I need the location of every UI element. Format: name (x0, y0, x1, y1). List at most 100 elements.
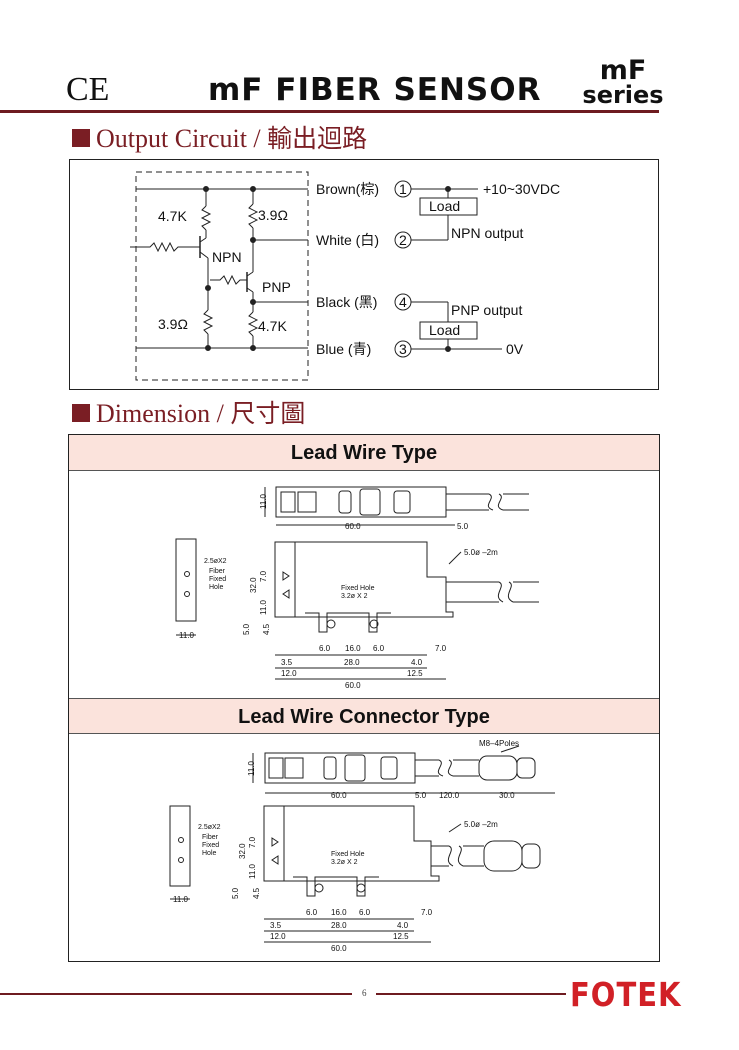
output-circuit-box: 4.7K 3.9Ω NPN PNP 3.9Ω 4.7K Brown(棕) Whi… (69, 159, 659, 390)
dim-eleven: 11.0 (259, 599, 268, 615)
conn-dim-side-width: 11.0 (173, 895, 189, 904)
conn-fixed-hole-size: 3.2ø X 2 (331, 859, 358, 866)
resistor-4-7k-top (200, 205, 212, 231)
footer-rule-left (0, 993, 352, 995)
conn-dim-six-b: 6.0 (359, 908, 371, 917)
footer-rule-right (376, 993, 566, 995)
pin-3-num: 3 (399, 341, 407, 357)
pin-4-num: 4 (399, 294, 407, 310)
conn-dim-body-height: 32.0 (238, 843, 247, 859)
wire-brown-label: Brown(棕) (316, 181, 379, 197)
conn-dim-three-five: 3.5 (270, 921, 282, 930)
dim-seven-b: 7.0 (435, 644, 447, 653)
m8-connector-front (483, 840, 523, 872)
ce-mark: CE (66, 71, 110, 108)
dim-six-b: 6.0 (373, 644, 385, 653)
page-number: 6 (362, 988, 367, 998)
header-rule (0, 110, 659, 113)
conn-dim-seven: 7.0 (248, 836, 257, 848)
load-label-bottom: Load (429, 322, 460, 338)
conn-dim-conn-len: 30.0 (499, 791, 515, 800)
hole-label-1: Fiber (209, 568, 226, 575)
resistor-3-9-bottom (202, 309, 214, 335)
conn-dim-seven-b: 7.0 (421, 908, 433, 917)
fotek-logo: FOTEK (570, 975, 682, 1015)
resistor-pnp-base (210, 274, 247, 286)
conn-dim-eleven: 11.0 (248, 863, 257, 879)
lead-wire-title: Lead Wire Type (69, 435, 659, 471)
dim-three-five: 3.5 (281, 658, 293, 667)
dim-sixteen: 16.0 (345, 644, 361, 653)
connector-drawing: 11.0 60.0 5.0 120.0 30.0 M8–4Poles 2.5øX… (169, 739, 555, 953)
dim-seven: 7.0 (259, 570, 268, 582)
supply-label: +10~30VDC (483, 181, 560, 197)
sensor-enclosure (135, 171, 309, 381)
conn-dim-sixty: 60.0 (331, 944, 347, 953)
m8-connector-top (478, 755, 518, 781)
output-circuit-heading: Output Circuit / 輸出迴路 (72, 124, 367, 154)
conn-hole-note: 2.5øX2 (198, 824, 221, 831)
conn-hole-label-3: Hole (202, 850, 217, 857)
conn-dim-five: 5.0 (231, 887, 240, 899)
front-view-body (274, 541, 454, 618)
conn-dim-twelve: 12.0 (270, 932, 286, 941)
dim-cable: 5.0ø –2m (464, 548, 498, 557)
fixed-hole-label: Fixed Hole (341, 585, 375, 592)
output-circuit-diagram: 4.7K 3.9Ω NPN PNP 3.9Ω 4.7K Brown(棕) Whi… (130, 171, 560, 381)
conn-front-view (263, 805, 440, 882)
dim-twelve: 12.0 (281, 669, 297, 678)
connector-label: M8–4Poles (479, 739, 519, 748)
connector-top-body (264, 752, 416, 784)
wire-white-label: White (白) (316, 232, 379, 248)
conn-dim-twenty-eight: 28.0 (331, 921, 347, 930)
dim-side-width: 11.0 (179, 631, 195, 640)
dim-body-height: 32.0 (249, 577, 258, 593)
hole-label-3: Hole (209, 584, 224, 591)
pnp-output-label: PNP output (451, 302, 522, 318)
dim-twelve-five: 12.5 (407, 669, 423, 678)
conn-dim-cable-len: 120.0 (439, 791, 460, 800)
conn-dim-gap: 5.0 (415, 791, 427, 800)
series-bottom: series (582, 81, 664, 109)
dim-sixty: 60.0 (345, 681, 361, 690)
label-npn: NPN (212, 249, 242, 265)
load-label-top: Load (429, 198, 460, 214)
conn-side-view (169, 805, 191, 887)
dim-cable-gap: 5.0 (457, 522, 469, 531)
label-resistor-bottom-right: 4.7K (258, 318, 287, 334)
hole-label-2: Fixed (209, 576, 226, 583)
dimension-heading-zh: 尺寸圖 (230, 399, 306, 428)
dim-length: 60.0 (345, 522, 361, 531)
section-square-icon (72, 129, 90, 147)
conn-dim-six-a: 6.0 (306, 908, 318, 917)
pin-1-num: 1 (399, 181, 407, 197)
dimension-box (68, 434, 660, 962)
conn-hole-label-1: Fiber (202, 834, 219, 841)
series-logo: mF series (578, 55, 668, 109)
wire-black-label: Black (黑) (316, 294, 377, 310)
pin-2-num: 2 (399, 232, 407, 248)
dim-twenty-eight: 28.0 (344, 658, 360, 667)
lead-wire-drawing: 11.0 60.0 5.0 2.5øX2 Fiber Fixed Hole 11… (175, 486, 539, 690)
dim-four-five: 4.5 (262, 623, 271, 635)
series-top: mF (599, 55, 647, 86)
wire-blue-label: Blue (青) (316, 341, 371, 357)
dim-height: 11.0 (259, 493, 268, 509)
conn-dim-twelve-five: 12.5 (393, 932, 409, 941)
conn-dim-cable: 5.0ø –2m (464, 820, 498, 829)
side-view (175, 538, 197, 622)
fixed-hole-size: 3.2ø X 2 (341, 593, 368, 600)
dimension-heading: Dimension / 尺寸圖 (72, 399, 305, 429)
resistor-4-7k-bottom (247, 311, 259, 337)
conn-hole-label-2: Fixed (202, 842, 219, 849)
label-resistor-top-left: 4.7K (158, 208, 187, 224)
npn-output-label: NPN output (451, 225, 523, 241)
resistor-3-9-top (247, 203, 259, 229)
resistor-npn-base (130, 241, 200, 253)
ground-label: 0V (506, 341, 524, 357)
conn-dim-sixteen: 16.0 (331, 908, 347, 917)
dimension-heading-en: Dimension / (96, 399, 231, 428)
label-pnp: PNP (262, 279, 291, 295)
page-title: mF FIBER SENSOR (208, 72, 542, 108)
conn-dim-four-five: 4.5 (252, 887, 261, 899)
